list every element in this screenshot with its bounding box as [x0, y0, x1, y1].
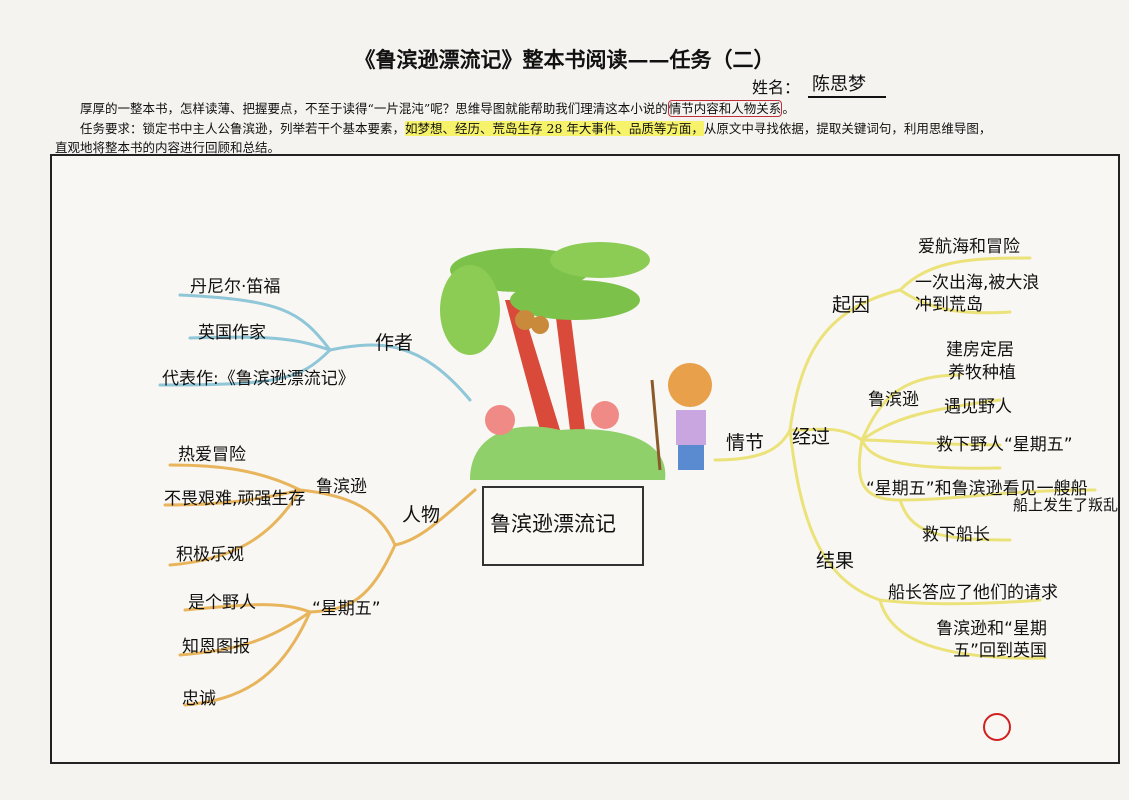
- characters-node: 人物: [402, 504, 441, 526]
- intro-line: 厚厚的一整本书，怎样读薄、把握要点，不至于读得“一片混沌”呢？思维导图就能帮助我…: [80, 98, 795, 117]
- process-robinson-node: 鲁滨逊: [868, 390, 919, 410]
- friday-trait: 知恩图报: [182, 637, 250, 657]
- author-item: 代表作:《鲁滨逊漂流记》: [162, 369, 355, 389]
- character-friday-node: “星期五”: [312, 599, 381, 619]
- smiley-icon: [983, 713, 1011, 741]
- palm-tree-drawing: [440, 242, 666, 480]
- result-node: 结果: [816, 550, 855, 572]
- author-branches: [158, 293, 472, 402]
- cause-item: 一次出海,被大浪冲到荒岛: [915, 273, 1040, 315]
- intro-end: 。: [782, 101, 795, 116]
- center-node: 鲁滨逊漂流记: [490, 512, 616, 536]
- robinson-trait: 不畏艰难,顽强生存: [164, 489, 306, 509]
- process-sub-item: 船上发生了叛乱: [1013, 496, 1119, 514]
- process-friday-node: “星期五”和鲁滨逊看见一艘船: [866, 479, 1088, 499]
- process-item: 养牧种植: [948, 363, 1016, 383]
- task-line-2: 直观地将整本书的内容进行回顾和总结。: [55, 140, 281, 155]
- center-node-box: [482, 486, 644, 566]
- robinson-figure-drawing: [650, 363, 712, 471]
- process-item: 救下野人“星期五”: [936, 435, 1073, 455]
- author-item: 丹尼尔·笛福: [190, 277, 281, 297]
- plot-branches: [713, 256, 1097, 660]
- task-highlight: 如梦想、经历、荒岛生存 28 年大事件、品质等方面，: [405, 121, 704, 136]
- intro-text: 厚厚的一整本书，怎样读薄、把握要点，不至于读得“一片混沌”呢？思维导图就能帮助我…: [80, 101, 668, 116]
- author-item: 英国作家: [198, 323, 266, 343]
- character-robinson-node: 鲁滨逊: [316, 477, 367, 497]
- process-node: 经过: [792, 426, 831, 448]
- task-line: 任务要求：锁定书中主人公鲁滨逊，列举若干个基本要素，如梦想、经历、荒岛生存 28…: [80, 118, 991, 137]
- task-text-post: 从原文中寻找依据，提取关键词句，利用思维导图，: [703, 121, 992, 136]
- student-name: 陈思梦: [808, 70, 886, 98]
- cause-node: 起因: [832, 294, 871, 316]
- intro-boxed-text: 情节内容和人物关系: [667, 100, 783, 117]
- task-text: 任务要求：锁定书中主人公鲁滨逊，列举若干个基本要素，: [80, 121, 406, 136]
- friday-trait: 忠诚: [182, 689, 216, 709]
- worksheet-title: 《鲁滨逊漂流记》整本书阅读——任务（二）: [354, 47, 775, 72]
- process-item: 遇见野人: [944, 397, 1012, 417]
- character-branches: [163, 463, 477, 707]
- process-item: 建房定居: [946, 340, 1014, 360]
- author-node: 作者: [375, 332, 414, 354]
- plot-node: 情节: [726, 432, 765, 454]
- result-item: 船长答应了他们的请求: [888, 583, 1058, 603]
- robinson-trait: 积极乐观: [176, 545, 244, 565]
- robinson-trait: 热爱冒险: [178, 445, 246, 465]
- result-item: 鲁滨逊和“星期五”回到英国: [936, 619, 1047, 661]
- cause-item: 爱航海和冒险: [918, 237, 1020, 257]
- friday-trait: 是个野人: [188, 593, 256, 613]
- process-item: 救下船长: [922, 525, 990, 545]
- name-label: 姓名：: [752, 78, 801, 97]
